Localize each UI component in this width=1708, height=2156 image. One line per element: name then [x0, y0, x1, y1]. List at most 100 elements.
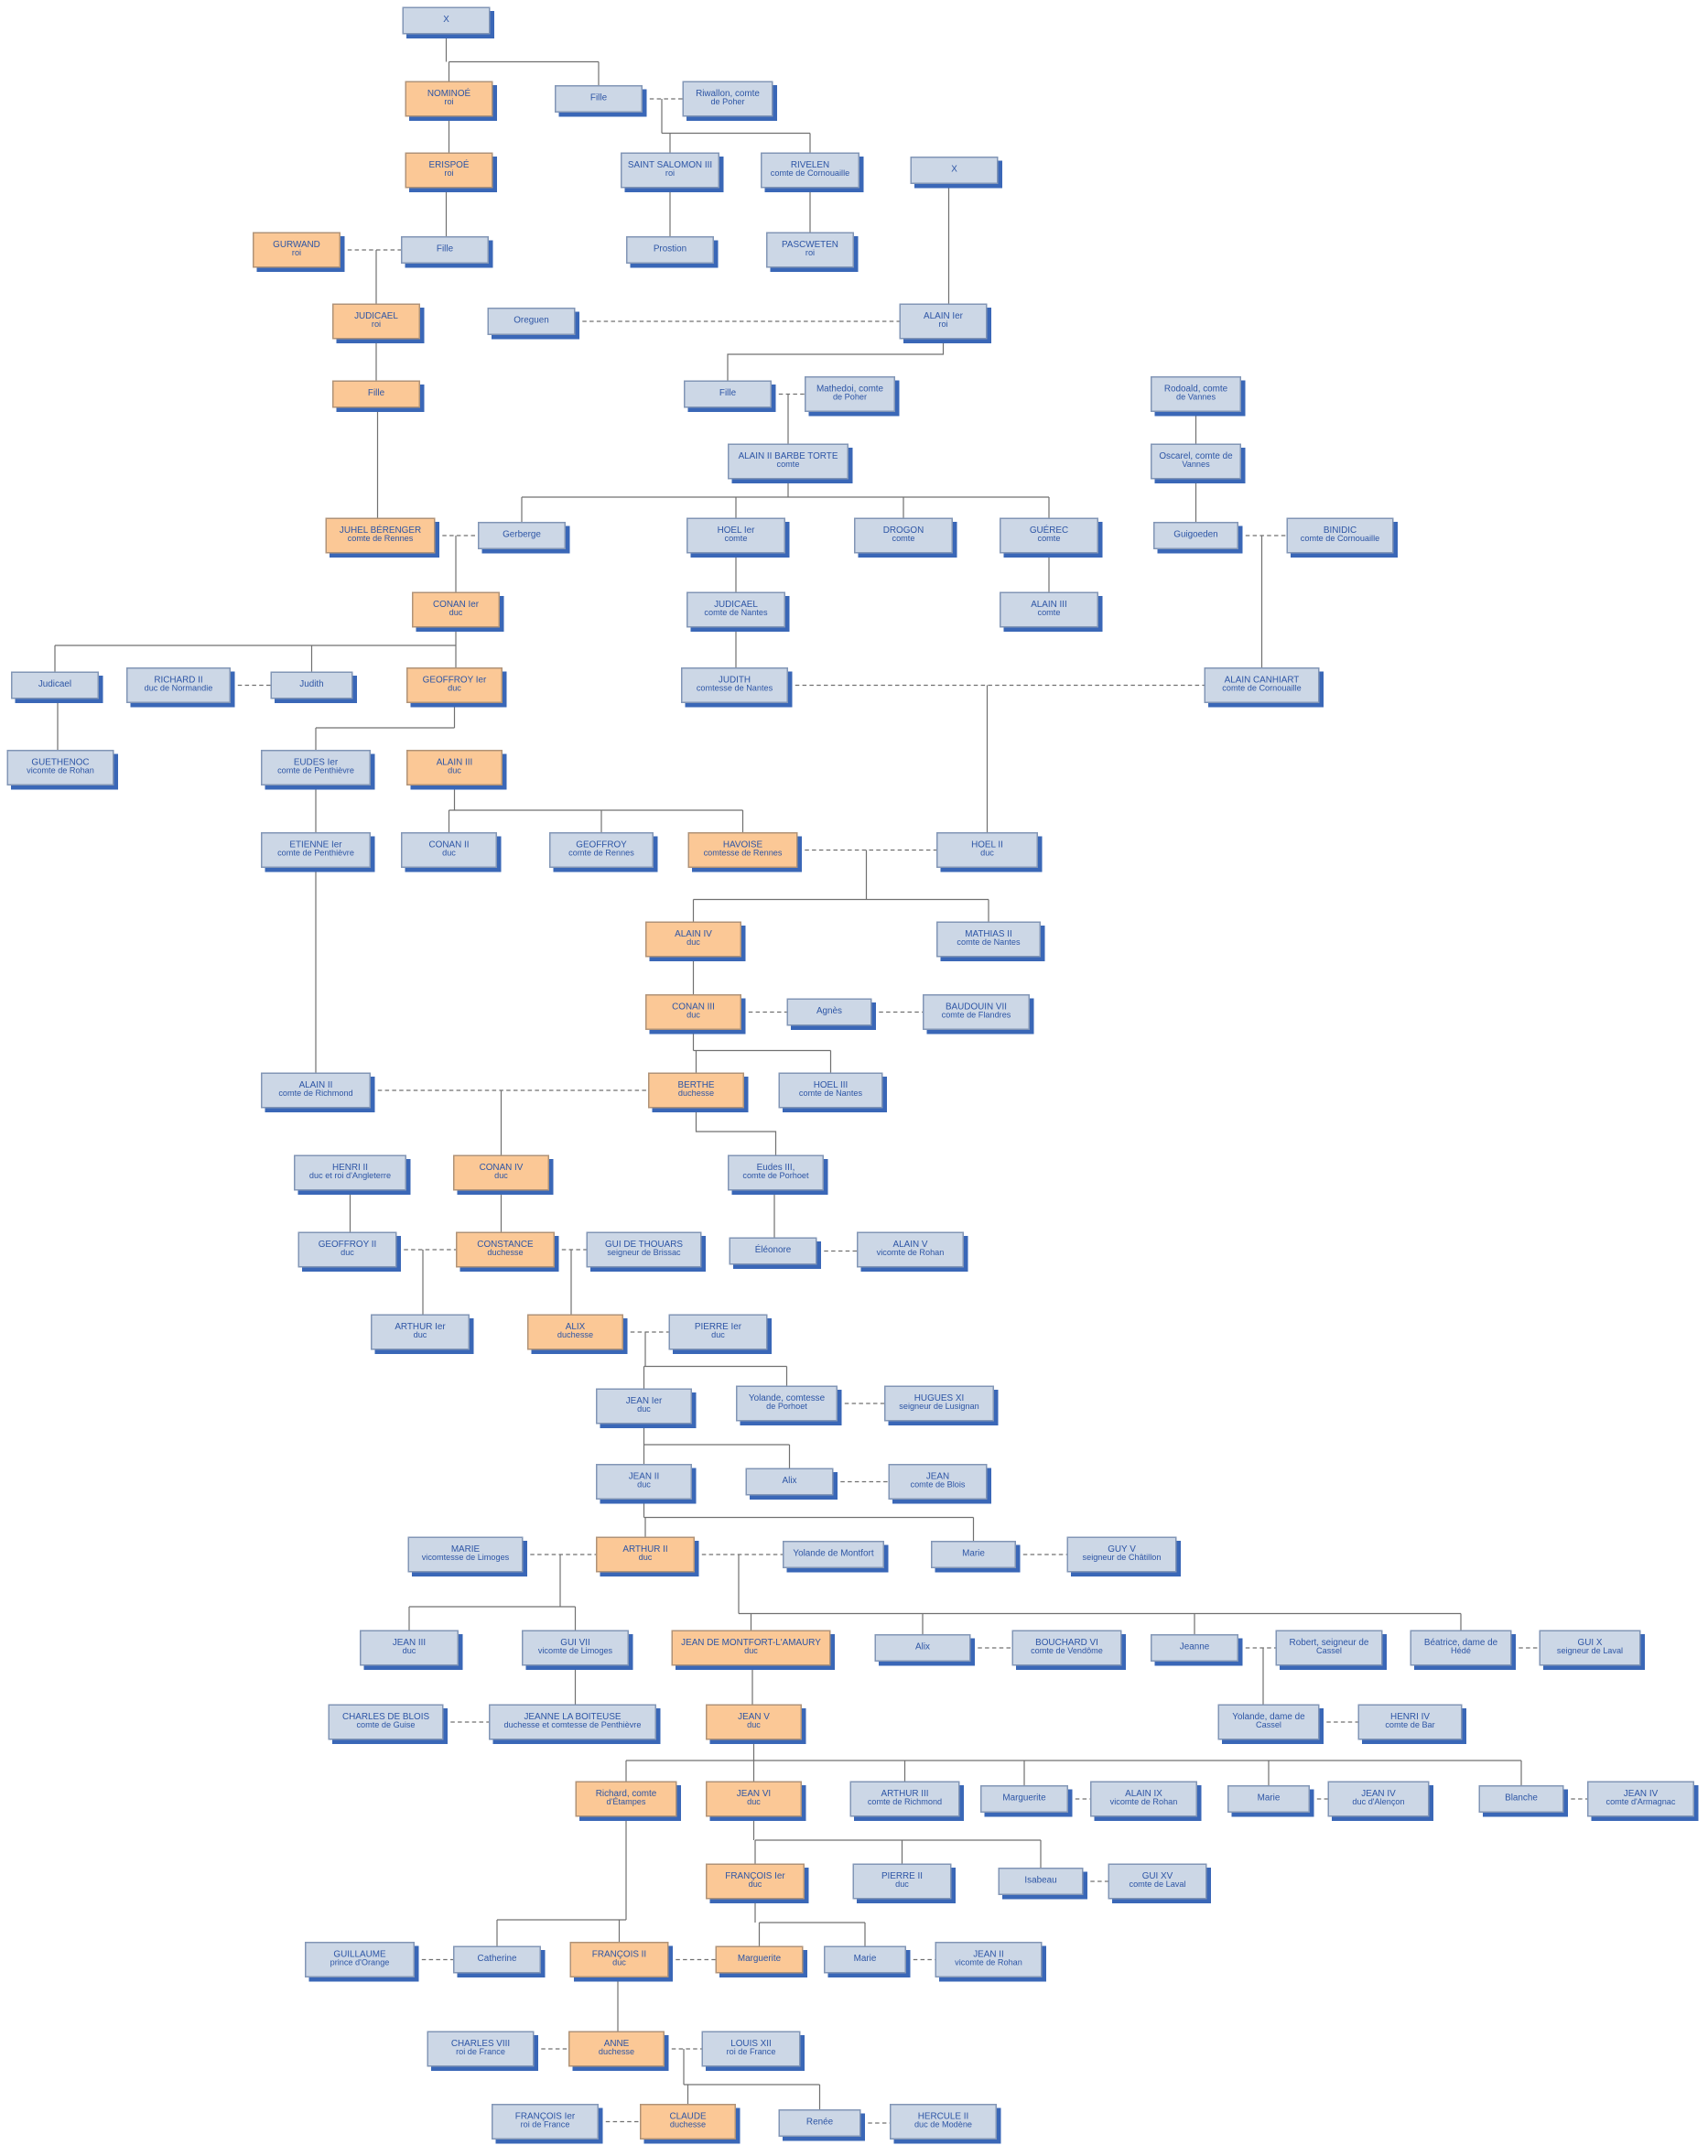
tree-node-marie2[interactable]: Marie — [931, 1541, 1016, 1568]
tree-node-oreguen[interactable]: Oreguen — [487, 308, 576, 335]
tree-node-blanche[interactable]: Blanche — [1478, 1785, 1564, 1813]
tree-node-fille4[interactable]: Fille — [684, 380, 772, 408]
tree-node-marie4[interactable]: Marie — [824, 1945, 906, 1974]
tree-node-judicael2[interactable]: Judicael — [11, 671, 99, 699]
tree-node-alix3[interactable]: Alix — [874, 1634, 971, 1662]
tree-node-marie3[interactable]: Marie — [1227, 1785, 1310, 1813]
tree-node-fille1[interactable]: Fille — [555, 85, 643, 113]
tree-node-marguerite1[interactable]: Marguerite — [980, 1785, 1068, 1813]
tree-node-eleonore[interactable]: Éléonore — [729, 1237, 817, 1265]
tree-node-alix2[interactable]: Alix — [745, 1468, 834, 1496]
tree-node-prostion[interactable]: Prostion — [626, 236, 714, 264]
tree-node-renee[interactable]: Renée — [778, 2109, 861, 2137]
tree-node-fille3[interactable]: Fille — [332, 380, 420, 408]
tree-node-yolande_montfort[interactable]: Yolande de Montfort — [783, 1541, 884, 1568]
tree-node-guigoeden[interactable]: Guigoeden — [1153, 522, 1238, 549]
tree-node-jeanne2[interactable]: Jeanne — [1151, 1634, 1238, 1662]
tree-node-marguerite2[interactable]: Marguerite — [715, 1945, 804, 1974]
tree-node-agnes[interactable]: Agnès — [786, 998, 872, 1026]
tree-node-x1[interactable]: X — [402, 6, 491, 35]
